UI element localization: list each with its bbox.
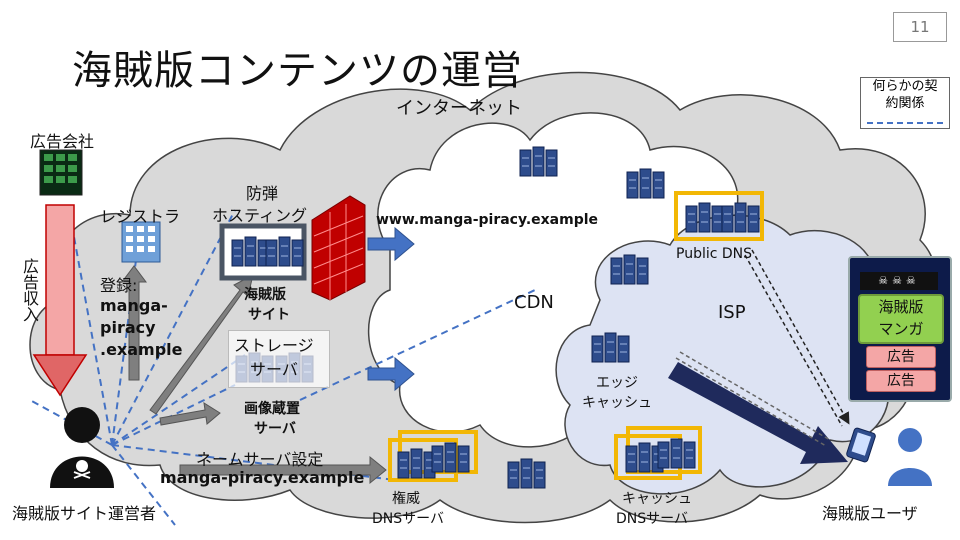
user-label: 海賊版ユーザ <box>822 504 918 523</box>
page-number: 11 <box>893 12 947 42</box>
domain-url-label: www.manga-piracy.example <box>376 212 599 228</box>
legend-text: 何らかの契約関係 <box>872 79 938 111</box>
public-dns-server <box>674 191 764 241</box>
pirate-operator-icon <box>50 407 114 488</box>
page-title: 海賊版コンテンツの運営 <box>72 48 523 94</box>
auth-dns-label-1: 権威 <box>392 491 420 507</box>
manga-content-box: 海賊版 マンガ <box>858 294 944 344</box>
cache-dns-label-1: キャッシュ <box>622 491 692 507</box>
legend-dashed-line <box>867 122 943 124</box>
ad-revenue-arrow <box>32 204 88 397</box>
bulletproof-label-2: ホスティング <box>212 206 308 225</box>
delivery-arrow <box>668 351 848 464</box>
cache-dns-server <box>614 426 702 480</box>
legend-box: 何らかの契約関係 <box>860 77 950 129</box>
pirate-site-label-2: サイト <box>248 307 290 323</box>
edge-cache-label-2: キャッシュ <box>582 395 652 411</box>
registration-domain-2: piracy <box>100 318 156 337</box>
authoritative-dns-server <box>388 430 478 482</box>
image-server-label-1: 画像蔵置 <box>244 401 300 417</box>
ad-banner-1: 広告 <box>866 346 936 368</box>
cdn-arrows <box>367 226 415 392</box>
user-icon <box>888 428 932 486</box>
isp-label: ISP <box>718 302 746 323</box>
bulletproof-label-1: 防弾 <box>246 184 279 203</box>
firewall-icon <box>311 195 366 301</box>
ad-banner-2: 広告 <box>866 370 936 392</box>
pirate-manga-screen: ☠☠☠ 海賊版 マンガ 広告 広告 <box>848 256 952 402</box>
registrar-icon <box>121 221 161 263</box>
manga-content-line-1: 海賊版 <box>878 298 924 316</box>
public-dns-label: Public DNS <box>676 246 753 262</box>
ns-domain-label: manga-piracy.example <box>160 468 365 487</box>
edge-cache-label-1: エッジ <box>596 375 638 391</box>
storage-label-2: サーバ <box>250 360 298 379</box>
pirate-site-label-1: 海賊版 <box>244 287 286 303</box>
image-server-label-2: サーバ <box>254 421 296 437</box>
contract-lines <box>29 209 536 526</box>
storage-label-box <box>228 330 330 388</box>
auth-dns-label-2: DNSサーバ <box>372 511 444 527</box>
storage-label-1: ストレージ <box>234 336 314 355</box>
operator-arrows <box>121 265 387 485</box>
registrar-label: レジストラ <box>100 207 181 226</box>
skull-header: ☠☠☠ <box>860 272 938 290</box>
cache-dns-label-2: DNSサーバ <box>616 511 688 527</box>
internet-label: インターネット <box>396 98 522 119</box>
pirate-site-server <box>219 223 307 281</box>
dns-query-arrows <box>744 249 850 427</box>
tablet-icon <box>846 427 876 463</box>
registration-domain-1: manga- <box>100 296 168 315</box>
registration-prefix: 登録: <box>100 276 138 295</box>
revenue-label: 広告収入 <box>20 258 39 322</box>
cdn-label: CDN <box>514 292 554 313</box>
registration-domain-3: .example <box>100 340 183 359</box>
ad-company-label: 広告会社 <box>30 132 95 151</box>
operator-label: 海賊版サイト運営者 <box>12 504 157 523</box>
building-icon <box>39 149 83 196</box>
manga-content-line-2: マンガ <box>878 320 924 338</box>
ns-setting-label: ネームサーバ設定 <box>196 450 324 469</box>
